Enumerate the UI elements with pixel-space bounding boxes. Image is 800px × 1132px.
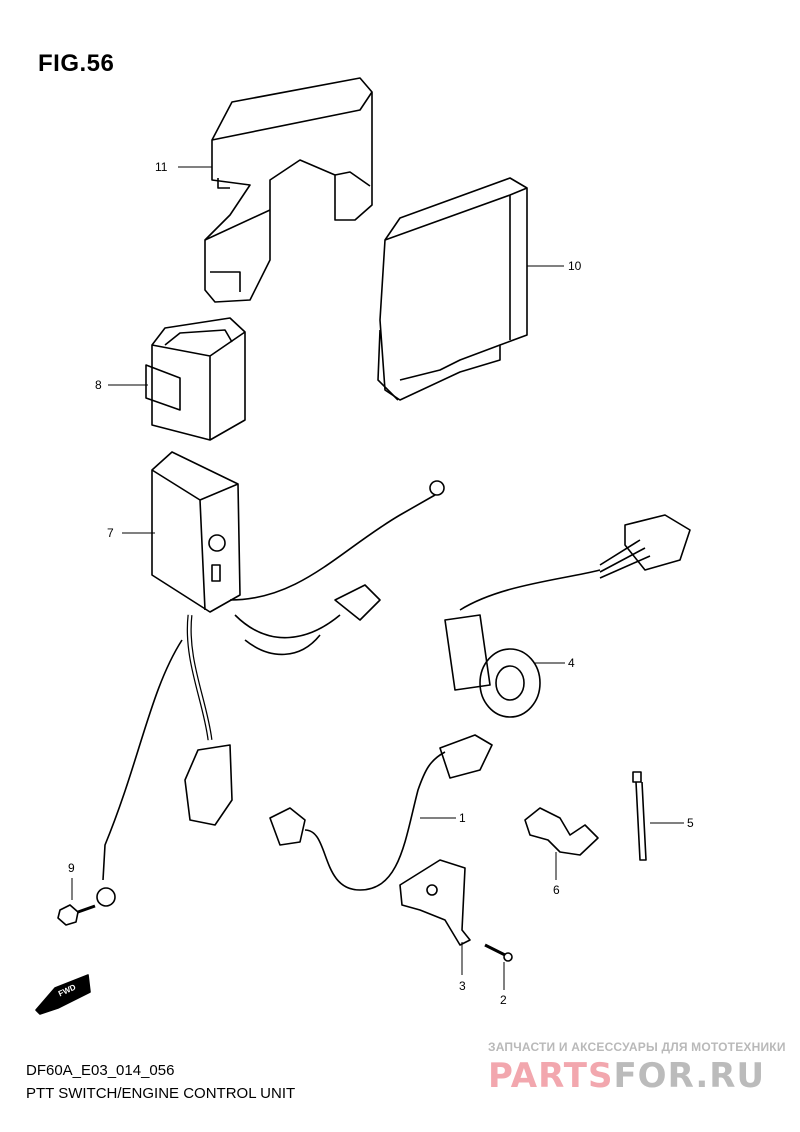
- watermark-subtitle: ЗАПЧАСТИ И АКСЕССУАРЫ ДЛЯ МОТОТЕХНИКИ: [488, 1040, 786, 1054]
- leader-lines: [71, 166, 684, 990]
- callout-8: 8: [95, 378, 102, 392]
- figure-title: FIG.56: [38, 50, 115, 77]
- part-clamp-6: [524, 807, 599, 856]
- part-holder-8: [145, 317, 246, 441]
- callout-2: 2: [500, 993, 507, 1007]
- callout-4: 4: [568, 656, 575, 670]
- callout-5: 5: [687, 816, 694, 830]
- diagram-code: DF60A_E03_014_056: [26, 1062, 175, 1079]
- part-bolt-9: [57, 904, 96, 926]
- part-switch-1: [269, 734, 493, 891]
- callout-1: 1: [459, 811, 466, 825]
- part-cable-tie-5: [632, 771, 647, 861]
- callout-11: 11: [155, 160, 168, 174]
- watermark-brand-part1: PARTS: [488, 1056, 614, 1096]
- callout-9: 9: [68, 861, 75, 875]
- part-ecu-10: [377, 177, 528, 401]
- callout-7: 7: [107, 526, 114, 540]
- part-sender-4: [444, 514, 691, 718]
- part-screw-2: [484, 943, 513, 962]
- part-ptt-switch-7: [96, 451, 445, 907]
- watermark-brand: PARTSFOR.RU: [488, 1056, 765, 1096]
- diagram-caption: PTT SWITCH/ENGINE CONTROL UNIT: [26, 1085, 296, 1102]
- callout-6: 6: [553, 883, 560, 897]
- part-cover-11: [204, 77, 373, 303]
- part-bracket-3: [399, 859, 471, 946]
- callout-3: 3: [459, 979, 466, 993]
- watermark-brand-part2: FOR.RU: [613, 1056, 766, 1096]
- fwd-arrow-icon: [35, 974, 91, 1015]
- callout-10: 10: [568, 259, 582, 273]
